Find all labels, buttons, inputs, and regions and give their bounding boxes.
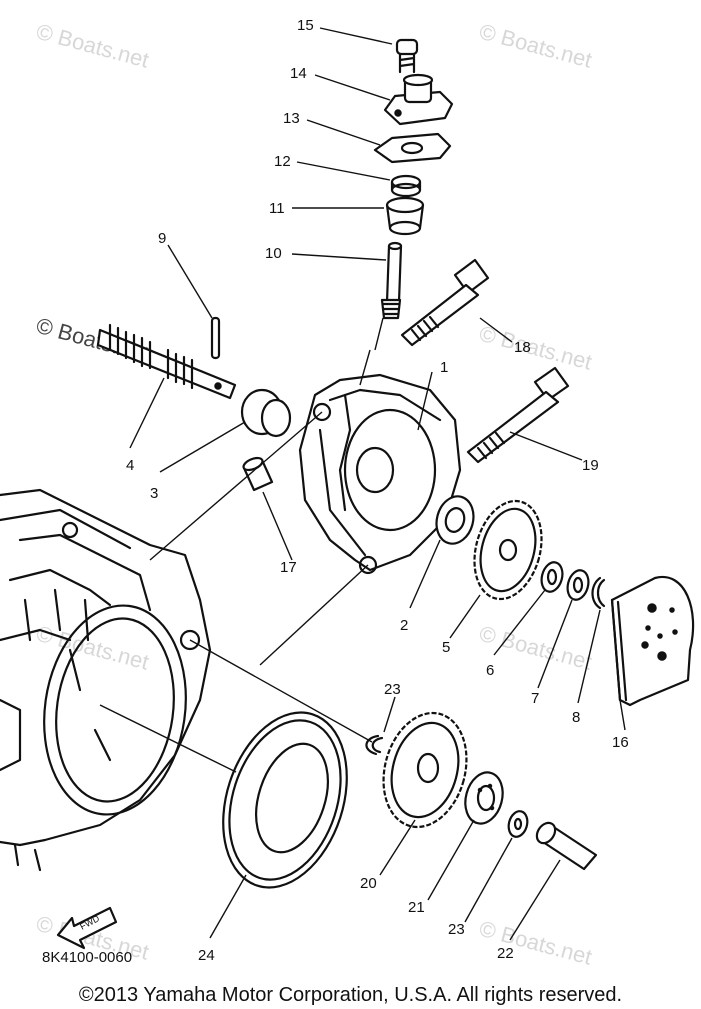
part-4-worm-shaft: [96, 323, 237, 400]
part-20-gear: [382, 711, 468, 829]
part-18-bolt: [400, 258, 490, 347]
part-number-label: 23: [384, 681, 401, 698]
part-number-label: 3: [150, 485, 158, 502]
part-15-bolt: [395, 38, 419, 74]
part-19-bolt: [466, 366, 570, 464]
part-number-label: 8: [572, 709, 580, 726]
part-number-label: 6: [486, 662, 494, 679]
part-number-label: 12: [274, 153, 291, 170]
part-21-bearing: [464, 771, 504, 825]
part-5-sprocket: [473, 499, 543, 601]
part-2-seal: [435, 495, 475, 545]
part-number-label: 21: [408, 899, 425, 916]
watermark: © Boats.net: [477, 19, 595, 73]
part-number-label: 19: [582, 457, 599, 474]
part-number-label: 1: [440, 359, 448, 376]
drawing-code: 8K4100-0060: [42, 949, 132, 966]
part-7-washer: [566, 569, 590, 601]
part-number-label: 20: [360, 875, 377, 892]
part-9-pin: [210, 316, 221, 360]
part-number-label: 15: [297, 17, 314, 34]
part-8-circlip: [591, 576, 606, 610]
part-number-label: 14: [290, 65, 307, 82]
part-number-label: 7: [531, 690, 539, 707]
copyright-notice: ©2013 Yamaha Motor Corporation, U.S.A. A…: [78, 984, 623, 1006]
part-22-collar: [535, 821, 598, 871]
part-1-cover: [298, 373, 462, 575]
part-number-label: 16: [612, 734, 629, 751]
part-3-collar: [240, 388, 292, 438]
part-number-label: 23: [448, 921, 465, 938]
part-13-gasket: [373, 132, 452, 164]
part-10-gear-shaft: [380, 241, 403, 320]
part-number-label: 11: [269, 200, 285, 217]
part-14-housing: [383, 73, 454, 126]
leader-lines: [99, 27, 626, 941]
part-number-label: 13: [283, 110, 300, 127]
part-23-washer: [507, 810, 529, 838]
part-number-label: 9: [158, 230, 166, 247]
part-23-circlip: [365, 734, 384, 756]
part-11-bushing: [385, 196, 425, 236]
crankcase: [0, 488, 212, 872]
watermark: © Boats.net: [34, 19, 152, 73]
watermark: © Boats.net: [34, 621, 152, 675]
part-number-label: 5: [442, 639, 450, 656]
part-number-label: 22: [497, 945, 514, 962]
part-number-label: 17: [280, 559, 297, 576]
part-12-seal: [390, 174, 422, 198]
part-number-label: 2: [400, 617, 408, 634]
part-number-label: 10: [265, 245, 282, 262]
watermark: © Boats.net: [477, 621, 595, 675]
part-17-dowel: [242, 456, 274, 492]
part-labels: 15 14 13 12 11 10 9 4 3 17 1 18 19 2 5 6…: [126, 17, 629, 964]
fwd-arrow-icon: FWD: [56, 906, 118, 950]
part-16-plate: [610, 575, 695, 707]
part-number-label: 24: [198, 947, 215, 964]
watermark: © Boats.net: [477, 916, 595, 970]
part-number-label: 4: [126, 457, 134, 474]
part-24-oil-seal: [222, 711, 348, 889]
part-number-label: 18: [514, 339, 531, 356]
part-6-washer: [540, 561, 564, 593]
